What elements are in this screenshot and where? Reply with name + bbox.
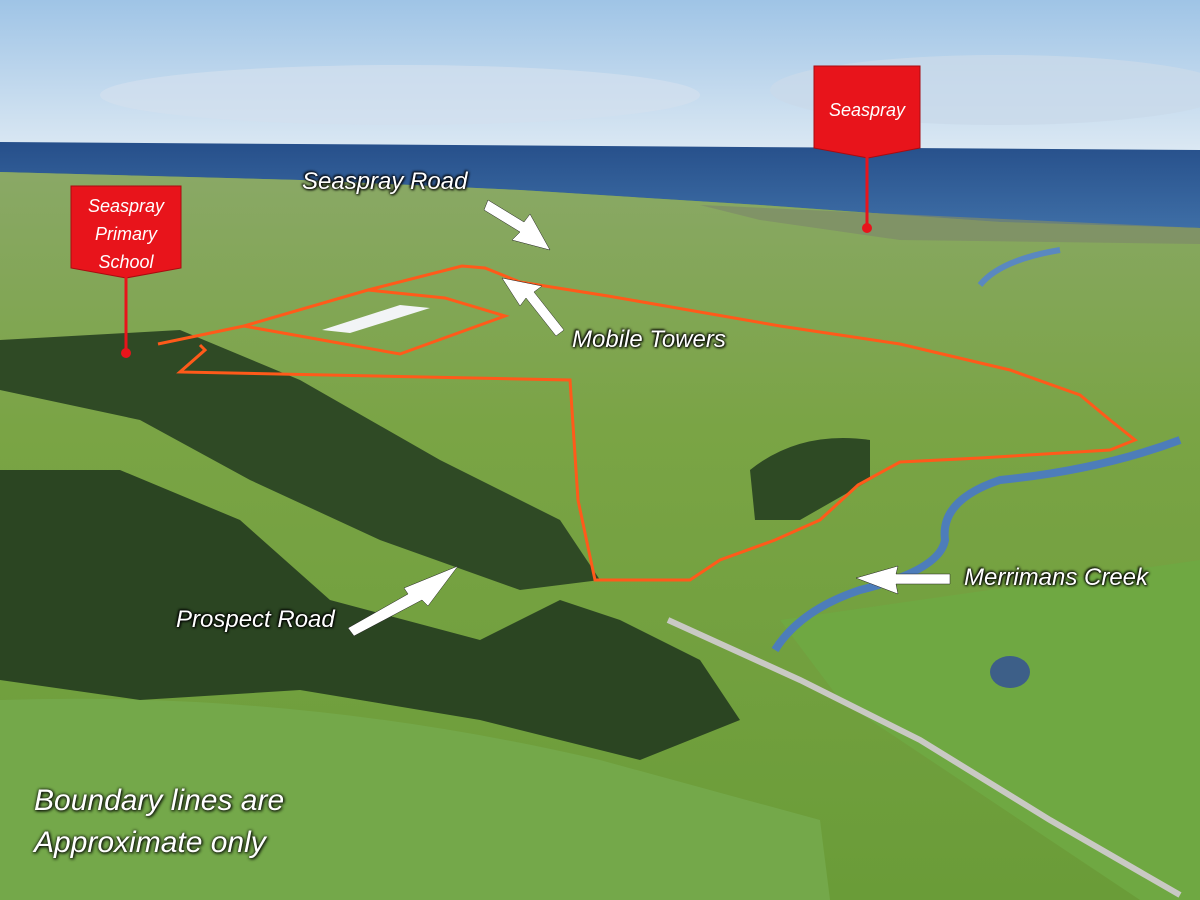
creek	[977, 247, 1061, 287]
arrow-icon	[501, 277, 565, 337]
disclaimer-line2: Approximate only	[34, 826, 266, 859]
creek	[771, 436, 1182, 653]
town	[700, 205, 1200, 244]
pasture	[0, 698, 830, 900]
cloud	[100, 65, 700, 125]
road	[666, 617, 1182, 898]
merrimans-creek-label: Merrimans Creek	[964, 564, 1149, 591]
shed	[322, 305, 430, 333]
tree-cluster	[750, 438, 870, 520]
school-marker-line3: School	[98, 252, 154, 272]
school-marker-line2: Primary	[95, 224, 158, 244]
school-marker-line1: Seaspray	[88, 196, 165, 216]
boundary-line	[243, 288, 510, 356]
tree-belt	[0, 470, 740, 760]
mobile-towers-label: Mobile Towers	[572, 326, 726, 353]
boundary-disclaimer: Boundary lines are Approximate only	[34, 780, 284, 864]
arrow-icon	[483, 199, 551, 251]
sea	[0, 142, 1200, 228]
seaspray-marker-label: Seaspray	[829, 100, 906, 120]
boundary-line	[157, 264, 1138, 582]
disclaimer-line1: Boundary lines are	[34, 784, 285, 817]
arrow-icon	[347, 565, 459, 637]
seaspray-marker: Seaspray	[813, 65, 921, 233]
pasture	[780, 560, 1200, 900]
tree-belt	[0, 330, 600, 590]
prospect-road-label: Prospect Road	[176, 606, 335, 633]
dam	[990, 656, 1030, 688]
school-marker: Seaspray Primary School	[70, 185, 182, 358]
seaspray-road-label: Seaspray Road	[302, 168, 468, 195]
arrow-icon	[855, 565, 951, 595]
